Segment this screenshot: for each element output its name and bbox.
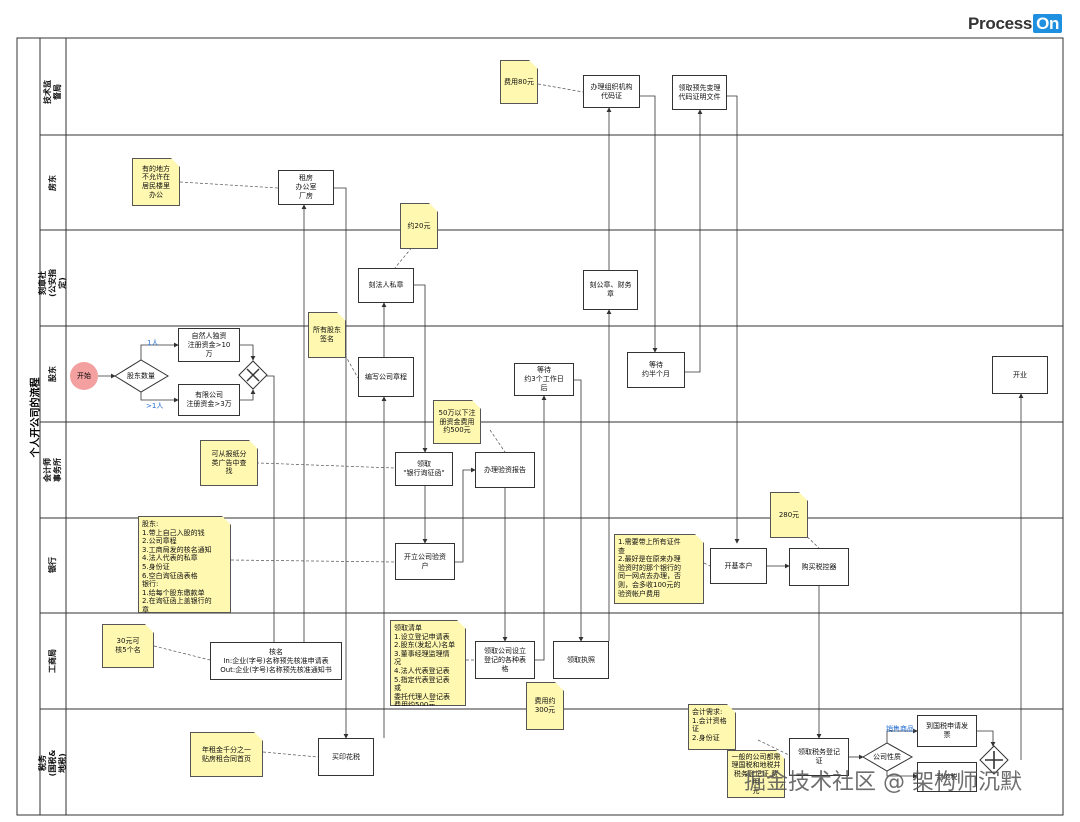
note-document-list: 领取清单 1.设立登记申请表 2.股东(发起人)名单 3.董事经理监理情 况 4… [390,620,466,706]
box-bank-letter: 领取 "银行询征函" [395,452,453,486]
note-all-shareholders-sign: 所有股东 签名 [308,312,346,358]
note-no-residential: 有的地方 不允许在 居民楼里 办公 [132,158,180,206]
note-fee-300: 费用约 300元 [526,682,564,730]
lane-label-landlord: 房东 [48,175,57,191]
note-fee-80: 费用80元 [500,60,538,104]
box-wait-3-days: 等待 约3个工作日 后 [514,363,574,396]
box-apply-invoice: 到国税申请发 票 [917,715,977,747]
box-buy-tax-device: 购买税控器 [789,548,849,586]
note-newspaper-ads: 可从报纸分 类广告中查 找 [200,440,258,486]
note-shareholder-requirements: 股东: 1.带上自己入股的钱 2.公司章程 3.工商局发的核名通知 4.法人代表… [138,516,231,613]
start-node: 开始 [70,362,98,390]
lane-label-aic: 工商局 [48,649,57,673]
lane-label-accounting-firm: 会计师事务所 [43,458,62,482]
box-name-verification: 核名 In:企业(字号)名称预先核准申请表 Out:企业(字号)名称预先核准通知… [210,642,342,680]
box-stamp-tax: 买印花税 [318,738,374,776]
note-rent-stamp-tax: 年租金千分之一 贴房租合同首页 [190,732,263,777]
edge-label-one: 1人 [147,339,159,347]
box-wait-half-month: 等待 约半个月 [627,352,685,388]
box-pre-cert: 领取预先变理 代码证明文件 [672,75,727,110]
box-company-seal: 刻公章、财务 章 [583,270,638,310]
box-get-license: 领取执照 [553,641,609,679]
box-legal-seal: 刻法人私章 [358,268,414,303]
note-fee-280: 280元 [770,492,808,538]
lane-label-seal-shop: 刻章社 (公安指定) [38,269,67,297]
edge-label-sales: 销售商品 [886,725,914,733]
box-registration-forms: 领取公司设立 登记的各种表 格 [475,641,535,679]
note-fee-20: 约20元 [400,203,438,249]
note-general-tax: 一般的公司都需 理国税和地税并 税务登记证,费用 元 [727,750,785,798]
box-open-business: 开业 [992,356,1048,394]
company-nature-diamond [862,742,914,772]
box-local-tax: 到地税 [917,762,977,792]
lane-label-tech-bureau: 技术监督局 [43,80,62,104]
box-org-code: 办理组织机构 代码证 [583,75,640,108]
note-fee-500: 50万以下注 册资金费用 约500元 [433,400,481,444]
box-sole-proprietor: 自然人独资 注册资金>10 万 [178,328,240,362]
diagram-title: 个人开公司的流程 [30,377,42,458]
box-open-verification-account: 开立公司验资 户 [395,543,455,580]
note-accountant-requirements: 会计需求: 1.会计资格 证 2.身份证 [688,704,736,750]
watermark: 掘金技术社区 @ 架构师沉默 [744,770,1022,795]
note-bank-tips: 1.需要带上所有证件 查 2.最好是在原来办理 验资时的那个银行的 同一网点去办… [614,534,704,604]
lane-label-bank: 银行 [48,557,57,573]
edge-label-more: >1人 [146,402,164,410]
box-tax-registration: 领取税务登记 证 [789,738,849,776]
box-llc: 有限公司 注册资金>3万 [178,384,240,416]
box-rent-office: 租房 办公室 厂房 [278,170,334,205]
lane-label-tax: 税务 (国税&地税) [38,749,67,777]
shareholder-count-diamond [114,359,169,393]
note-fee-30: 30元可 核5个名 [102,624,154,668]
shareholder-count-label: 股东数量 [127,372,155,380]
box-write-charter: 编写公司章程 [358,357,414,397]
company-nature-label: 公司性质 [873,753,901,761]
lane-label-shareholder: 股东 [48,366,57,382]
box-basic-account: 开基本户 [710,548,767,584]
box-verification-report: 办理验资报告 [475,452,535,488]
